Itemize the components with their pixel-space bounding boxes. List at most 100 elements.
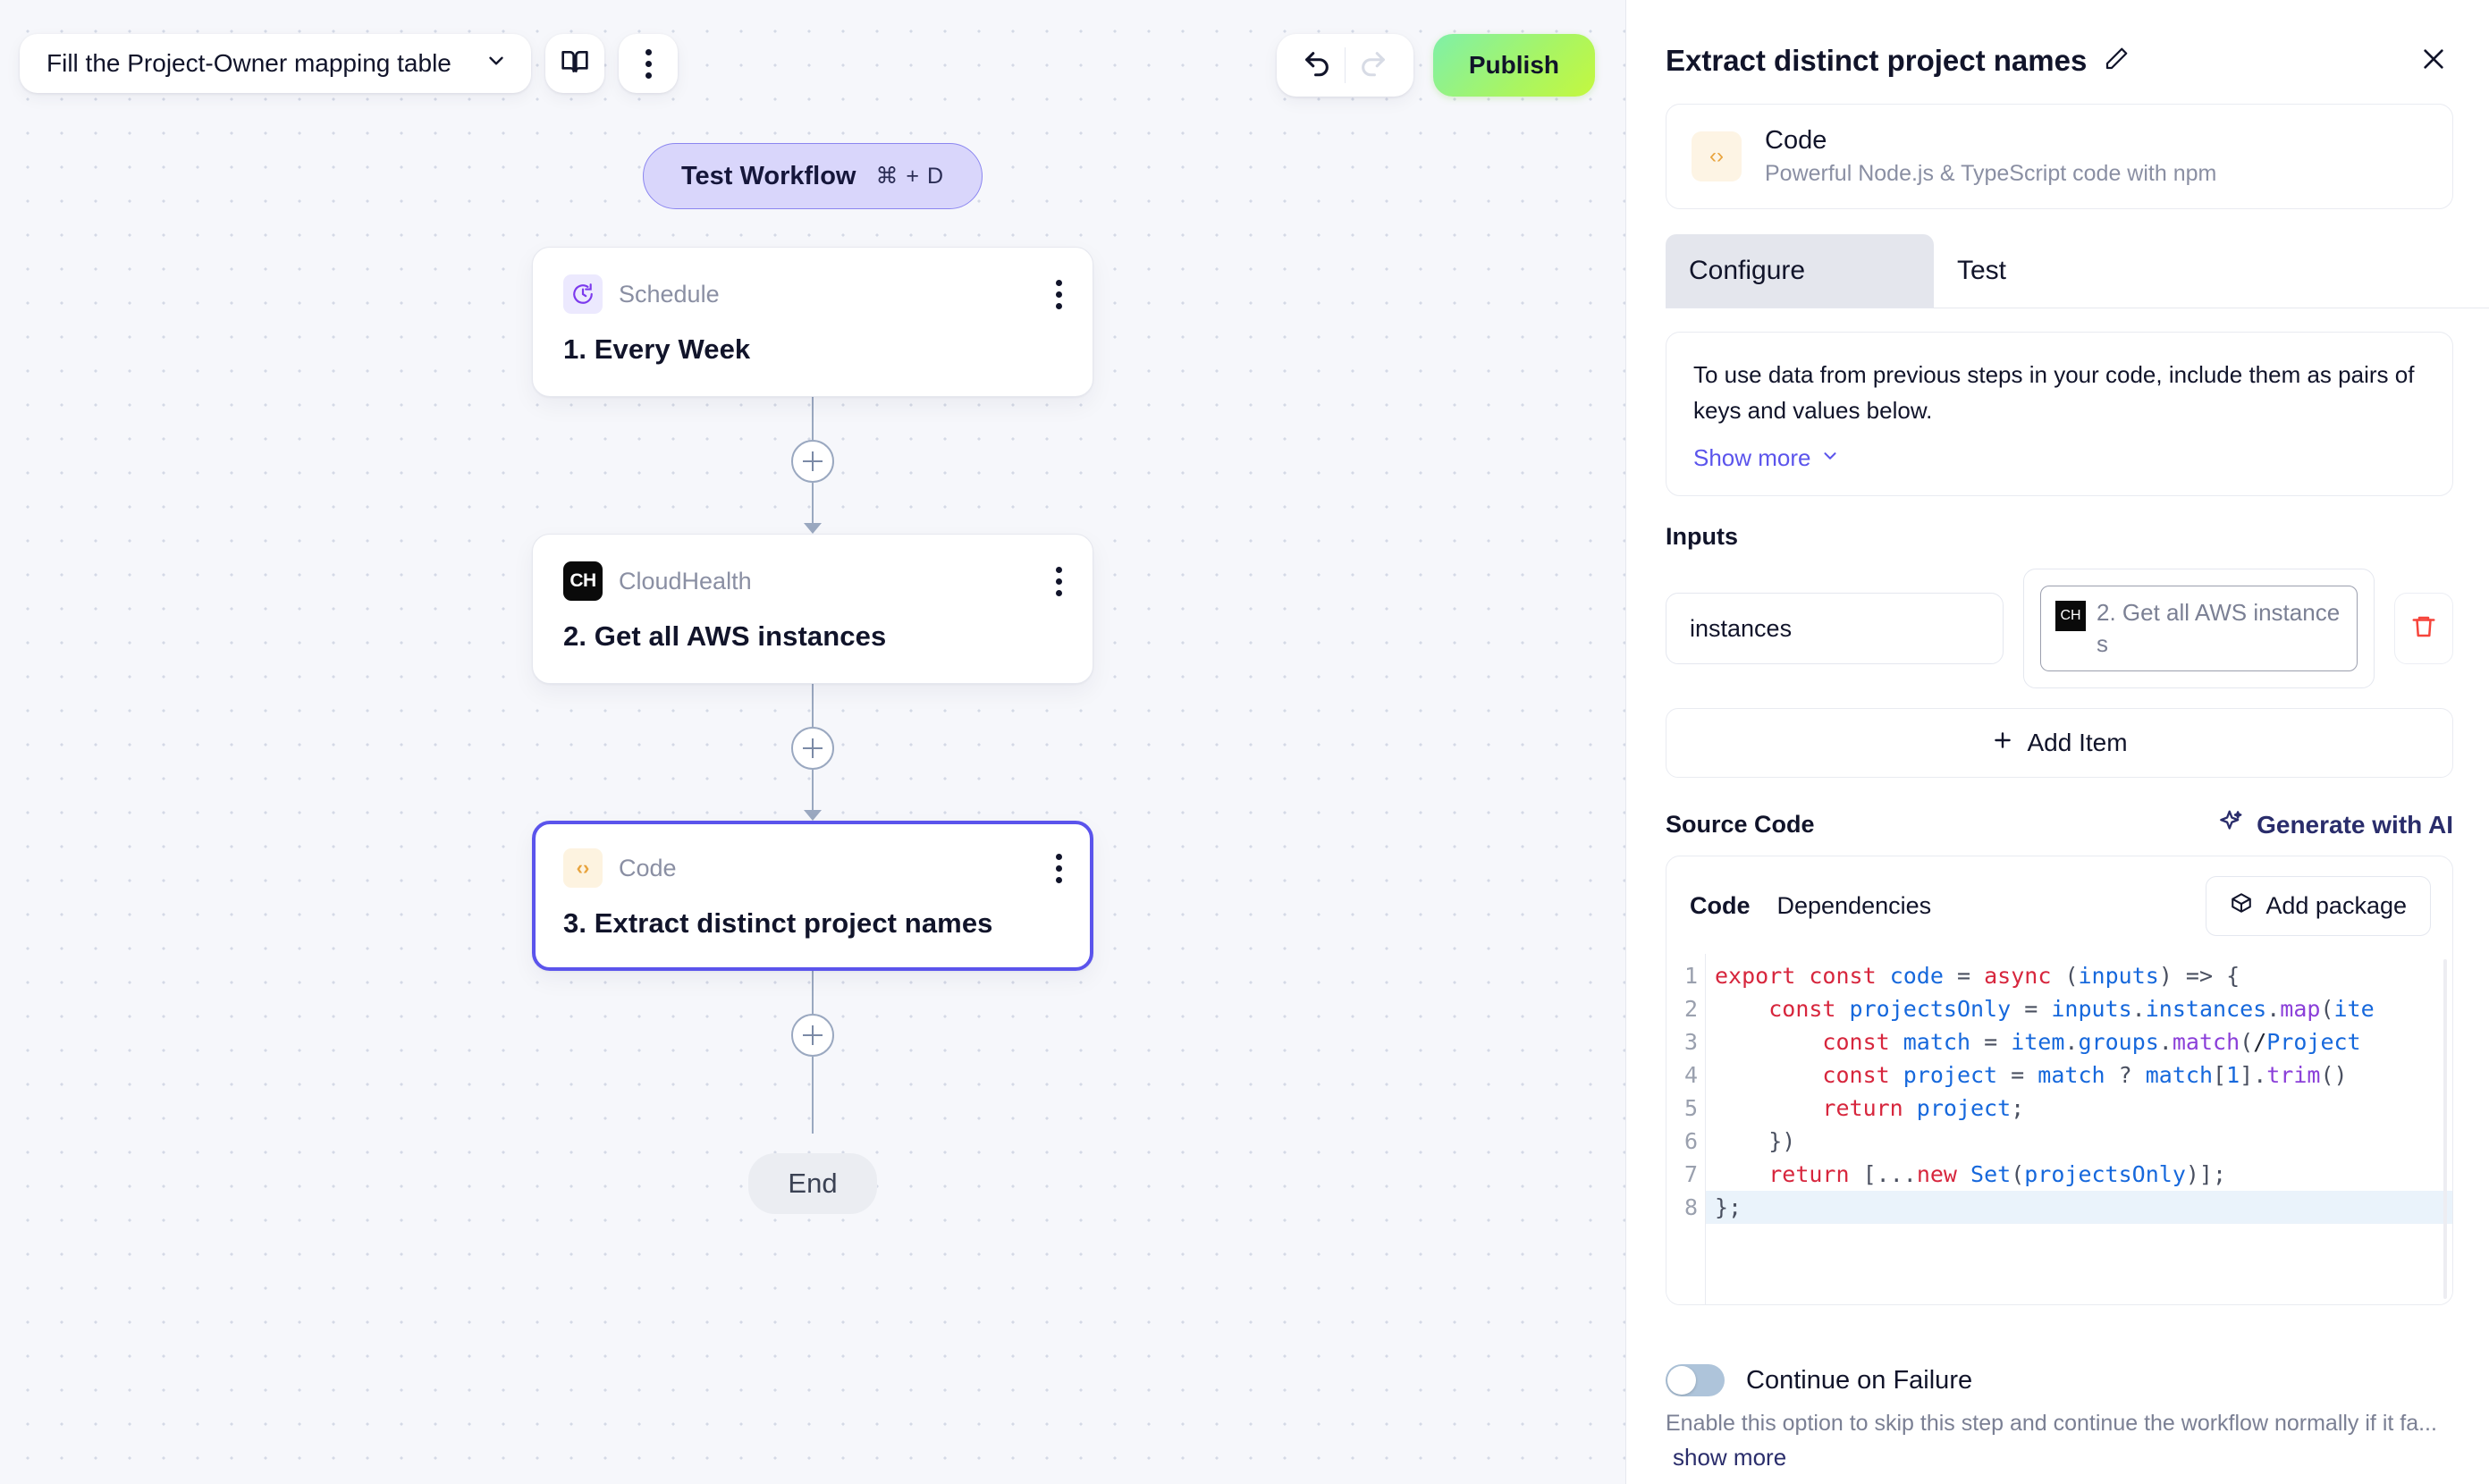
info-note-text: To use data from previous steps in your … <box>1693 361 2415 424</box>
plus-icon <box>1991 729 2014 758</box>
publish-button[interactable]: Publish <box>1432 34 1595 97</box>
redo-arrow-icon <box>1358 48 1388 83</box>
code-editor-card: Code Dependencies Add package 1 2 3 <box>1666 856 2453 1306</box>
line-number: 1 <box>1683 963 1698 990</box>
line-number: 8 <box>1683 1194 1698 1221</box>
pencil-edit-icon[interactable] <box>2103 46 2130 77</box>
panel-title: Extract distinct project names <box>1666 44 2088 77</box>
code-line: const project = match ? match[1].trim() <box>1822 1062 2348 1089</box>
trash-icon <box>2410 613 2437 645</box>
inputs-section-label: Inputs <box>1666 523 1738 551</box>
node-title: 2. Get all AWS instances <box>563 620 887 652</box>
code-text-area[interactable]: export const code = async (inputs) => { … <box>1706 954 2452 1304</box>
source-code-header: Source Code Generate with AI <box>1666 808 2453 841</box>
workflow-name-select[interactable]: Fill the Project-Owner mapping table <box>20 34 531 93</box>
node-menu-button[interactable] <box>1056 853 1062 883</box>
source-code-label: Source Code <box>1666 811 1815 839</box>
tab-code[interactable]: Code <box>1690 892 1751 920</box>
toolbar-divider <box>1344 47 1346 83</box>
code-line: const match = item.groups.match(/Project <box>1822 1029 2361 1056</box>
input-row: instances CH 2. Get all AWS instances <box>1666 569 2453 689</box>
node-menu-button[interactable] <box>1056 279 1062 309</box>
add-package-button[interactable]: Add package <box>2206 876 2431 937</box>
panel-body: To use data from previous steps in your … <box>1626 308 2489 1484</box>
app-name: Code <box>1765 126 1827 155</box>
docs-button[interactable] <box>545 34 604 93</box>
line-number: 7 <box>1683 1161 1698 1188</box>
add-step-button[interactable] <box>791 1014 834 1057</box>
node-header-left: ‹› Code <box>563 848 677 888</box>
input-value-field[interactable]: CH 2. Get all AWS instances <box>2023 569 2375 689</box>
canvas-more-button[interactable] <box>619 34 678 93</box>
workflow-node-code[interactable]: ‹› Code 3. Extract distinct project name… <box>532 821 1093 971</box>
node-connector <box>791 971 834 1134</box>
node-connector <box>791 397 834 534</box>
delete-input-button[interactable] <box>2394 593 2453 665</box>
add-step-button[interactable] <box>791 727 834 770</box>
node-type-label: CloudHealth <box>619 567 752 594</box>
close-panel-button[interactable] <box>2414 41 2453 80</box>
add-package-label: Add package <box>2265 892 2407 920</box>
tab-dependencies[interactable]: Dependencies <box>1776 892 1932 920</box>
generate-with-ai-button[interactable]: Generate with AI <box>2217 808 2453 841</box>
step-config-panel: Extract distinct project names ‹› Code P… <box>1625 0 2489 1484</box>
workflow-name-label: Fill the Project-Owner mapping table <box>46 49 451 77</box>
toggle-knob <box>1667 1366 1696 1395</box>
step-reference-label: 2. Get all AWS instances <box>2097 599 2341 658</box>
book-icon <box>561 47 589 80</box>
test-workflow-button[interactable]: Test Workflow ⌘ + D <box>642 143 983 209</box>
chevron-down-icon <box>1820 444 1840 472</box>
app-info-card: ‹› Code Powerful Node.js & TypeScript co… <box>1666 104 2453 209</box>
code-line: const projectsOnly = inputs.instances.ma… <box>1768 996 2375 1023</box>
canvas-toolbar-right: Publish <box>1276 34 1595 97</box>
code-scrollbar[interactable] <box>2443 959 2447 1300</box>
workflow-flow: Test Workflow ⌘ + D Schedule 1. Every We… <box>0 143 1625 1214</box>
workflow-canvas[interactable]: Fill the Project-Owner mapping table <box>0 0 1625 1484</box>
app-info-text: Code Powerful Node.js & TypeScript code … <box>1765 126 2216 187</box>
node-menu-button[interactable] <box>1056 566 1062 596</box>
node-header: CH CloudHealth <box>563 561 1062 601</box>
chevron-down-icon <box>485 49 508 79</box>
code-brackets-icon: ‹› <box>563 848 603 888</box>
close-x-icon <box>2419 45 2448 78</box>
sparkle-ai-icon <box>2217 808 2244 841</box>
input-key-field[interactable]: instances <box>1666 593 2004 665</box>
note-show-more-link[interactable]: Show more <box>1693 444 2426 472</box>
code-line: }) <box>1768 1128 1796 1155</box>
footer-show-more-link[interactable]: show more <box>1673 1444 1787 1471</box>
node-header-left: CH CloudHealth <box>563 561 752 601</box>
add-item-label: Add Item <box>2027 729 2128 757</box>
node-connector <box>791 684 834 821</box>
step-reference-pill[interactable]: CH 2. Get all AWS instances <box>2040 586 2358 672</box>
redo-button[interactable] <box>1346 38 1401 93</box>
cloudhealth-icon: CH <box>563 561 603 601</box>
arrow-head-icon <box>804 810 822 821</box>
test-workflow-label: Test Workflow <box>680 161 856 190</box>
workflow-node-cloudhealth[interactable]: CH CloudHealth 2. Get all AWS instances <box>532 534 1093 684</box>
line-number: 3 <box>1683 1029 1698 1056</box>
code-line: export const code = async (inputs) => { <box>1715 963 2240 990</box>
panel-title-wrap: Extract distinct project names <box>1666 44 2130 78</box>
node-title: 1. Every Week <box>563 333 751 365</box>
tab-configure[interactable]: Configure <box>1666 234 1934 308</box>
code-editor-toolbar: Code Dependencies Add package <box>1666 856 2452 954</box>
code-editor[interactable]: 1 2 3 4 5 6 7 8 export const code = asyn… <box>1666 954 2452 1305</box>
continue-on-failure-toggle[interactable] <box>1666 1364 1725 1396</box>
code-line-active: }; <box>1706 1191 2452 1225</box>
tab-test[interactable]: Test <box>1957 256 2007 285</box>
add-step-button[interactable] <box>791 440 834 483</box>
workflow-node-schedule[interactable]: Schedule 1. Every Week <box>532 247 1093 397</box>
app-description: Powerful Node.js & TypeScript code with … <box>1765 161 2217 186</box>
node-header: Schedule <box>563 274 1062 314</box>
continue-on-failure-row: Continue on Failure <box>1666 1346 2453 1396</box>
undo-redo-group <box>1276 34 1413 97</box>
info-note-card: To use data from previous steps in your … <box>1666 332 2453 497</box>
line-number-gutter: 1 2 3 4 5 6 7 8 <box>1666 954 1706 1305</box>
code-line: return project; <box>1822 1095 2025 1122</box>
clock-schedule-icon <box>563 274 603 314</box>
line-number: 4 <box>1683 1062 1698 1089</box>
note-show-more-label: Show more <box>1693 444 1811 472</box>
add-item-button[interactable]: Add Item <box>1666 708 2453 779</box>
undo-button[interactable] <box>1289 38 1345 93</box>
arrow-head-icon <box>804 523 822 534</box>
